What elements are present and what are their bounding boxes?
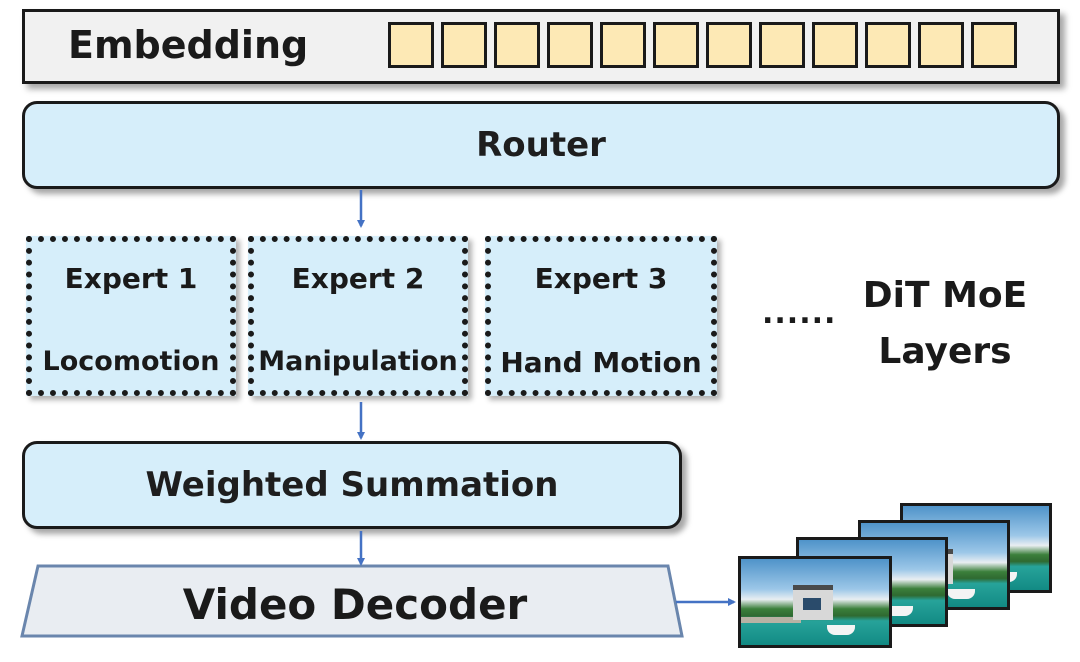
more-experts-ellipsis: ...... bbox=[762, 296, 837, 331]
embedding-token bbox=[388, 22, 434, 68]
embedding-token bbox=[971, 22, 1017, 68]
weighted-summation-block: Weighted Summation bbox=[22, 441, 682, 529]
expert-1-specialty: Locomotion bbox=[42, 346, 220, 377]
embedding-token bbox=[441, 22, 487, 68]
embedding-token bbox=[547, 22, 593, 68]
expert-1-title: Expert 1 bbox=[64, 262, 198, 295]
expert-3-block: Expert 3 Hand Motion bbox=[485, 236, 717, 396]
expert-2-specialty: Manipulation bbox=[258, 346, 458, 377]
expert-3-specialty: Hand Motion bbox=[500, 346, 702, 379]
expert-2-title: Expert 2 bbox=[291, 262, 425, 295]
embedding-label: Embedding bbox=[68, 23, 309, 67]
embedding-token bbox=[653, 22, 699, 68]
expert-3-title: Expert 3 bbox=[534, 262, 668, 295]
embedding-token bbox=[494, 22, 540, 68]
embedding-token bbox=[706, 22, 752, 68]
embedding-token bbox=[865, 22, 911, 68]
video-decoder-shape bbox=[20, 564, 684, 638]
output-frame-4 bbox=[738, 556, 892, 648]
video-decoder-label: Video Decoder bbox=[182, 580, 528, 629]
embedding-token bbox=[918, 22, 964, 68]
embedding-token-row bbox=[388, 22, 1028, 70]
dit-moe-layers-label: DiT MoE Layers bbox=[840, 268, 1050, 380]
router-label: Router bbox=[476, 125, 606, 165]
dit-moe-label-line-1: DiT MoE bbox=[862, 275, 1028, 316]
embedding-token bbox=[759, 22, 805, 68]
weighted-summation-label: Weighted Summation bbox=[145, 465, 559, 505]
expert-1-block: Expert 1 Locomotion bbox=[26, 236, 236, 396]
dit-moe-label-line-2: Layers bbox=[878, 330, 1012, 372]
router-block: Router bbox=[22, 101, 1060, 189]
expert-2-block: Expert 2 Manipulation bbox=[248, 236, 468, 396]
embedding-token bbox=[812, 22, 858, 68]
embedding-token bbox=[600, 22, 646, 68]
